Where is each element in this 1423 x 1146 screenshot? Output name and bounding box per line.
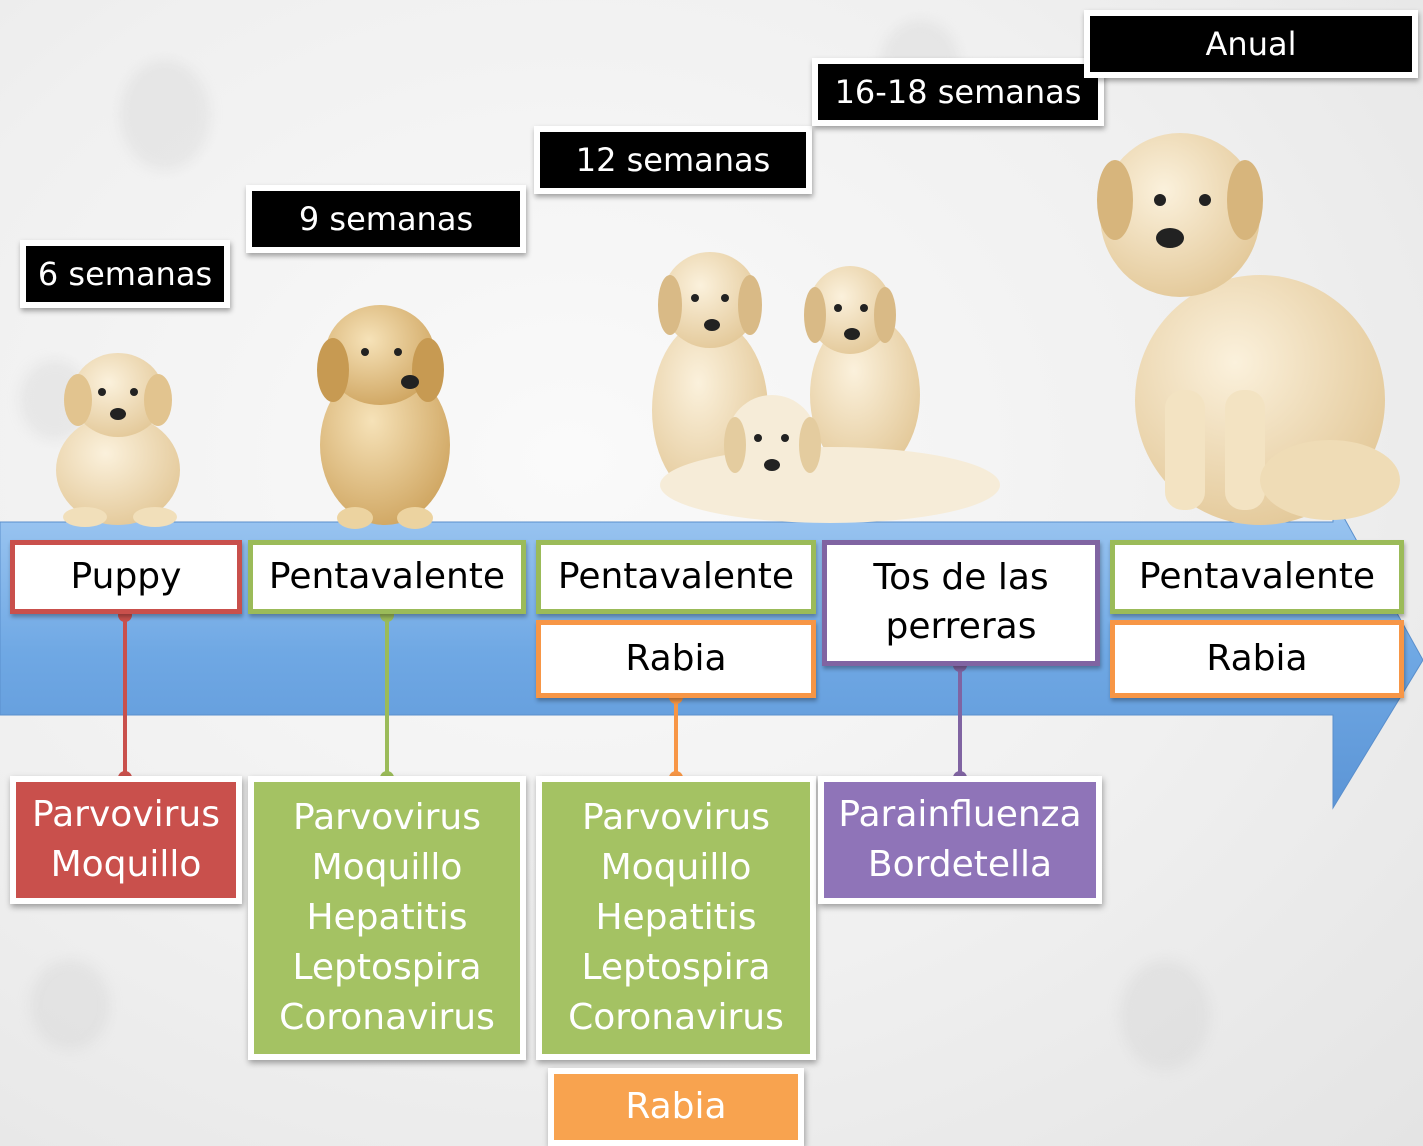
diseases-pentavalente-12: Parvovirus Moquillo Hepatitis Leptospira… bbox=[536, 776, 816, 1060]
disease-item: Hepatitis bbox=[595, 897, 757, 938]
age-label-6-weeks: 6 semanas bbox=[20, 240, 230, 308]
puppy-9-weeks-illustration bbox=[317, 305, 450, 529]
age-label-9-weeks: 9 semanas bbox=[246, 185, 526, 253]
background-paw-print bbox=[30, 960, 110, 1050]
age-label-12-weeks: 12 semanas bbox=[534, 126, 812, 194]
vaccine-pentavalente-9: Pentavalente bbox=[248, 540, 526, 614]
disease-item: Parvovirus bbox=[293, 797, 481, 838]
diseases-pentavalente-9: Parvovirus Moquillo Hepatitis Leptospira… bbox=[248, 776, 526, 1060]
disease-item: Coronavirus bbox=[568, 997, 784, 1038]
age-label-anual: Anual bbox=[1084, 10, 1418, 78]
disease-item: Moquillo bbox=[311, 847, 463, 888]
disease-item: Moquillo bbox=[600, 847, 752, 888]
disease-item: Coronavirus bbox=[279, 997, 495, 1038]
vaccine-pentavalente-anual: Pentavalente bbox=[1110, 540, 1404, 614]
background-paw-print bbox=[120, 60, 210, 170]
disease-item: Leptospira bbox=[292, 947, 482, 988]
vaccine-rabia-12: Rabia bbox=[536, 620, 816, 698]
disease-item: Bordetella bbox=[867, 844, 1053, 885]
disease-item: Parvovirus bbox=[582, 797, 770, 838]
vaccine-tos-de-las-perreras: Tos de las perreras bbox=[822, 540, 1100, 666]
age-label-16-18-weeks: 16-18 semanas bbox=[812, 58, 1104, 126]
disease-item: Parainfluenza bbox=[838, 794, 1082, 835]
diseases-tos: Parainfluenza Bordetella bbox=[818, 776, 1102, 904]
disease-item: Moquillo bbox=[50, 844, 202, 885]
disease-item: Parvovirus bbox=[32, 794, 220, 835]
vaccine-puppy: Puppy bbox=[10, 540, 242, 614]
vaccine-rabia-anual: Rabia bbox=[1110, 620, 1404, 698]
vaccine-pentavalente-12: Pentavalente bbox=[536, 540, 816, 614]
background-paw-print bbox=[1120, 960, 1210, 1070]
puppies-12-weeks-illustration bbox=[652, 252, 1000, 523]
puppy-6-weeks-illustration bbox=[56, 353, 180, 527]
disease-item: Leptospira bbox=[581, 947, 771, 988]
diseases-puppy: Parvovirus Moquillo bbox=[10, 776, 242, 904]
diseases-rabia: Rabia bbox=[548, 1068, 804, 1146]
adult-dog-illustration bbox=[1097, 133, 1400, 525]
disease-item: Hepatitis bbox=[306, 897, 468, 938]
